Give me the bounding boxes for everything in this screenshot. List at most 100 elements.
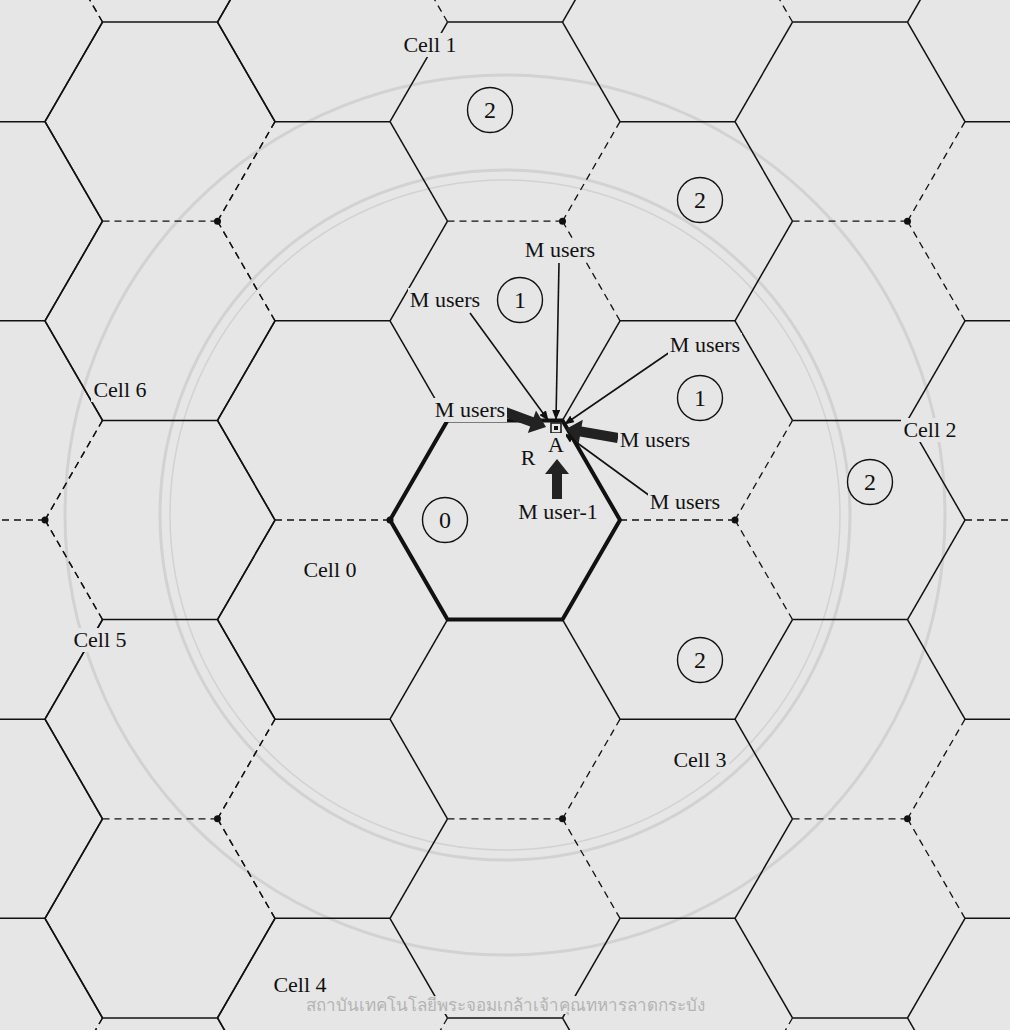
cell-label: Cell 2	[901, 418, 958, 442]
sector-boundary	[563, 819, 621, 919]
cell-boundary	[0, 718, 45, 720]
cell-boundary	[965, 320, 1010, 322]
cell-boundary	[793, 21, 908, 23]
cell-boundary	[103, 1017, 218, 1019]
sector-number: 1	[676, 374, 724, 422]
sector-boundary	[218, 221, 276, 321]
sector-number: 2	[466, 86, 514, 134]
cell-boundary	[275, 918, 390, 920]
cell-boundary	[620, 320, 735, 322]
cell-boundary	[735, 819, 793, 919]
cell-boundary	[218, 620, 276, 720]
sector-boundary	[908, 719, 966, 819]
sector-circle: 2	[466, 86, 514, 134]
sector-number: 0	[421, 496, 469, 544]
sector-circle: 2	[846, 458, 894, 506]
sector-circle: 2	[676, 636, 724, 684]
sector-boundary	[965, 519, 1010, 520]
point-label: M users	[523, 238, 597, 262]
cell-boundary	[0, 320, 45, 322]
sector-boundary	[735, 0, 793, 22]
cell-boundary	[103, 21, 218, 23]
sector-boundary	[45, 520, 103, 620]
cell-boundary	[908, 0, 966, 22]
cell-boundary	[103, 420, 218, 422]
cell-boundary	[218, 1018, 276, 1030]
cell-boundary	[563, 22, 621, 122]
cell-boundary	[390, 620, 448, 720]
sector-boundary	[45, 420, 103, 520]
cell-boundary	[45, 719, 103, 819]
interference-arrow	[556, 263, 559, 419]
interference-arrow	[565, 352, 670, 424]
watermark-text: สถาบันเทคโนโลยีพระจอมเกล้าเจ้าคุณทหารลาด…	[304, 996, 707, 1015]
cell-boundary	[735, 321, 793, 421]
cell-boundary	[793, 1017, 908, 1019]
sector-boundary	[390, 0, 448, 22]
point-label: M users	[433, 398, 507, 422]
point-label: M users	[668, 333, 742, 357]
sector-boundary	[45, 1018, 103, 1030]
cell-boundary	[45, 22, 103, 122]
cell-boundary	[908, 520, 966, 620]
sector-boundary	[620, 519, 735, 520]
cell-label: Cell 1	[401, 33, 458, 57]
cell-boundary	[218, 1018, 276, 1030]
cell-boundary	[45, 719, 103, 819]
cell-boundary	[908, 620, 966, 720]
sector-boundary	[793, 221, 908, 222]
cell-boundary	[390, 122, 448, 222]
base-station-dot	[904, 218, 911, 225]
cell-boundary	[620, 918, 735, 920]
cell-boundary	[45, 221, 103, 321]
cell-boundary	[0, 918, 45, 920]
base-station-dot	[214, 218, 221, 225]
cell-boundary	[218, 620, 276, 720]
sector-boundary	[448, 818, 563, 819]
sector-boundary	[218, 819, 276, 919]
cell-boundary	[275, 121, 390, 123]
cell-boundary	[0, 121, 45, 123]
sector-boundary	[103, 221, 218, 222]
cell-boundary	[45, 122, 103, 222]
cell-boundary	[45, 918, 103, 1018]
cell-label: Cell 6	[91, 378, 148, 402]
sector-boundary	[45, 1018, 103, 1030]
sector-number: 2	[846, 458, 894, 506]
sector-circle: 2	[676, 176, 724, 224]
sector-boundary	[218, 122, 276, 222]
sector-boundary	[218, 819, 276, 919]
cell-boundary	[45, 321, 103, 421]
cell-label: Cell 5	[71, 628, 128, 652]
base-station-dot	[559, 218, 566, 225]
cell-boundary	[735, 221, 793, 321]
cell-boundary	[735, 620, 793, 720]
point-label: M users	[648, 490, 722, 514]
cell-boundary	[965, 918, 1010, 920]
cell-boundary	[563, 1018, 621, 1030]
point-label: M users	[618, 428, 692, 452]
cell-boundary	[908, 1018, 966, 1030]
sector-boundary	[390, 1018, 448, 1030]
base-station-dot	[559, 815, 566, 822]
base-station-dot	[732, 517, 739, 524]
cell-boundary	[735, 122, 793, 222]
cell-boundary	[620, 718, 735, 720]
cell-boundary	[218, 0, 276, 22]
sector-circle: 0	[421, 496, 469, 544]
sector-number: 2	[676, 176, 724, 224]
point-a-marker	[551, 423, 561, 433]
sector-boundary	[218, 719, 276, 819]
sector-boundary	[275, 519, 390, 520]
cell-boundary	[908, 918, 966, 1018]
point-label: A	[546, 433, 566, 457]
sector-boundary	[45, 520, 103, 620]
sector-number: 2	[676, 636, 724, 684]
cell-boundary	[218, 420, 276, 520]
cell-boundary	[965, 718, 1010, 720]
cell-boundary	[735, 22, 793, 122]
point-a-marker	[554, 426, 558, 430]
cell-boundary	[218, 420, 276, 520]
cell-boundary	[448, 1017, 563, 1019]
